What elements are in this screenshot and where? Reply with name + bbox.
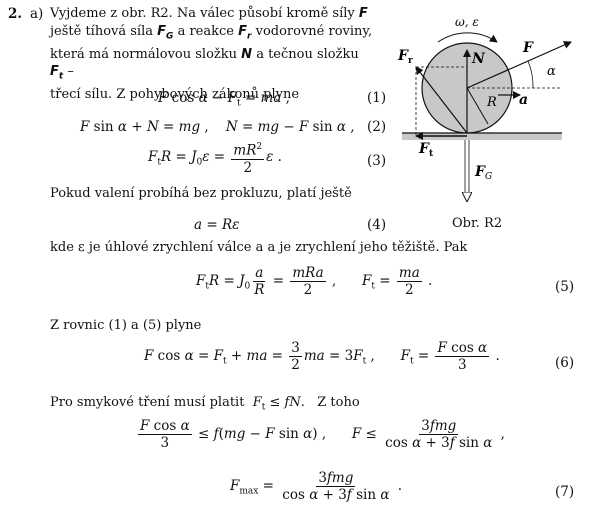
problem-part: a) <box>30 6 44 22</box>
radius-line <box>466 87 489 125</box>
intro-line-4: třecí sílu. Z pohybových zákonů plyne <box>50 87 300 103</box>
label-Ft: F <box>418 141 430 157</box>
label-Fr-sub: r <box>408 56 413 66</box>
intro-line-3: která má normálovou složku N a tečnou sl… <box>50 46 359 82</box>
equation-4: a = Rε <box>194 217 240 233</box>
friction-condition-text: Pro smykové tření musí platit Ft ≤ fN. Z… <box>50 395 360 413</box>
equation-1-number: (1) <box>367 90 387 106</box>
equation-3-number: (3) <box>367 153 387 169</box>
force-Ft: Ft <box>50 64 64 82</box>
equation-5-number: (5) <box>555 279 575 295</box>
figure-r2: ω, ε F F r N α R a F t F G <box>397 15 572 215</box>
equation-1: F cos α − Ft = ma , <box>158 90 290 109</box>
angle-arc <box>527 60 534 89</box>
label-Fr: F <box>397 48 409 64</box>
label-N: N <box>471 51 486 67</box>
label-FG-sub: G <box>485 172 492 182</box>
equation-7-number: (7) <box>555 484 575 500</box>
applied-force-arrow <box>466 41 572 89</box>
force-N: N <box>241 46 253 62</box>
rolling-condition-text: Pokud valení probíhá bez prokluzu, platí… <box>50 186 352 201</box>
figure-caption: Obr. R2 <box>452 216 503 231</box>
equation-6-number: (6) <box>555 355 575 371</box>
label-a: a <box>519 92 528 108</box>
reaction-force-arrow <box>415 66 468 134</box>
force-FG: FG <box>157 23 174 42</box>
ground-plane <box>402 133 562 140</box>
label-omega: ω, ε <box>455 15 479 29</box>
problem-number: 2. <box>8 6 23 22</box>
intro-paragraph: Vyjdeme z obr. R2. Na válec působí kromě… <box>50 5 375 104</box>
intro-line-1: Vyjdeme z obr. R2. Na válec působí kromě… <box>50 6 368 21</box>
force-Fr: Fr <box>238 23 252 42</box>
intro-line-2: ještě tíhová síla FG a reakce Fr vodorov… <box>50 23 373 42</box>
label-R: R <box>486 95 497 110</box>
equation-2: F sin α + N = mg , N = mg − F sin α , <box>80 119 355 135</box>
label-alpha: α <box>547 64 556 79</box>
equation-4-number: (4) <box>367 217 387 233</box>
force-F: F <box>358 6 368 21</box>
from-equations-text: Z rovnic (1) a (5) plyne <box>50 318 202 333</box>
label-Ft-sub: t <box>429 149 434 159</box>
equation-2-number: (2) <box>367 119 387 135</box>
label-F: F <box>522 40 534 56</box>
rotation-arc <box>437 32 498 43</box>
definition-text: kde ε je úhlové zrychlení válce a a je z… <box>50 240 468 255</box>
label-FG: F <box>474 164 486 180</box>
